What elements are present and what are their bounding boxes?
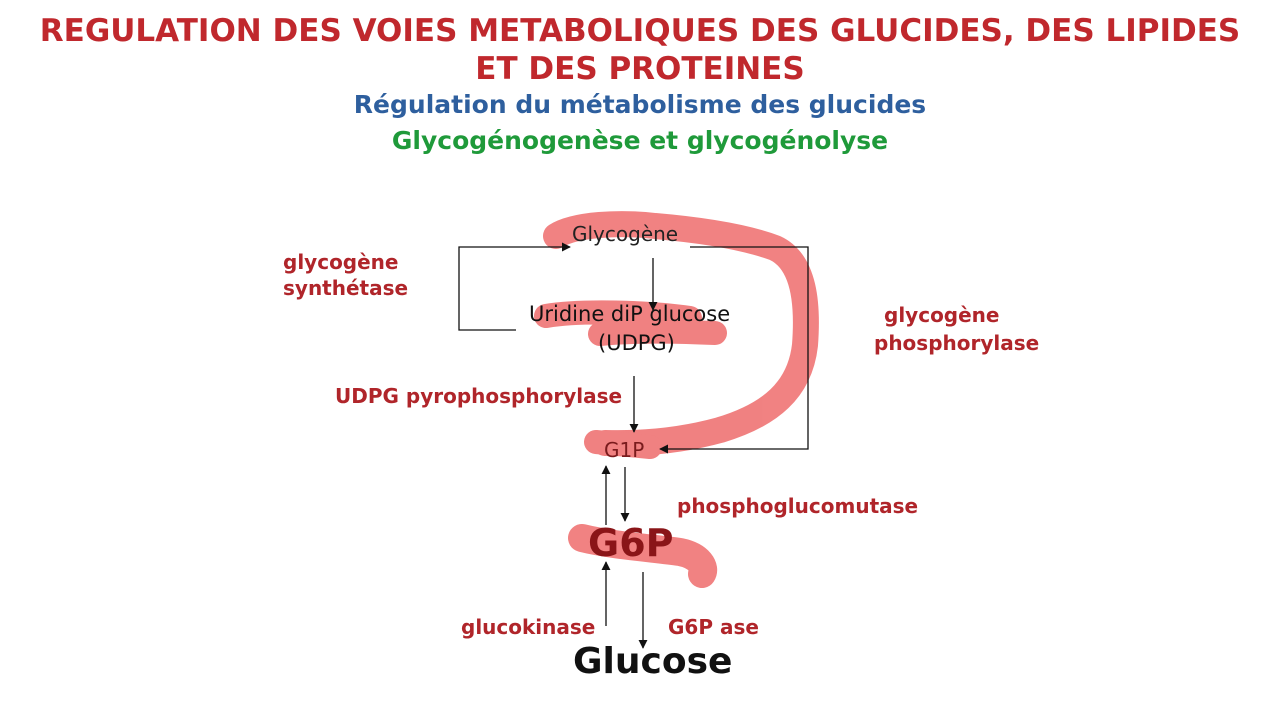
subtitle-pathways: Glycogénogenèse et glycogénolyse: [391, 126, 889, 155]
enzyme-glycogene-synthetase-line2: synthétase: [283, 276, 409, 300]
subtitle-regulation: Régulation du métabolisme des glucides: [353, 90, 927, 119]
node-g6p: G6P: [588, 521, 674, 565]
highlight-g1p: [584, 430, 662, 459]
highlight-udpg: [534, 300, 727, 346]
arrow-glycogene-synthetase: [458, 242, 571, 331]
page-title-line1: REGULATION DES VOIES METABOLIQUES DES GL…: [39, 13, 1241, 49]
highlight-glycogene: [543, 211, 819, 457]
arrow-glycogene-phosphorylase: [659, 246, 809, 454]
node-g1p: G1P: [604, 438, 645, 462]
enzyme-glucokinase: glucokinase: [461, 615, 596, 639]
node-glycogene: Glycogène: [572, 222, 679, 246]
page-title-line2: ET DES PROTEINES: [475, 51, 805, 87]
node-glucose: Glucose: [573, 641, 733, 682]
enzyme-udpg-pyrophosphorylase: UDPG pyrophosphorylase: [335, 384, 623, 408]
enzyme-phosphoglucomutase: phosphoglucomutase: [677, 494, 919, 518]
enzyme-glycogene-synthetase-line1: glycogène: [283, 250, 399, 274]
enzyme-g6p-ase: G6P ase: [668, 615, 759, 639]
node-udpg-line1: Uridine diP glucose: [529, 302, 731, 326]
node-udpg-line2: (UDPG): [598, 331, 675, 355]
enzyme-glycogene-phosphorylase-line1: glycogène: [884, 303, 1000, 327]
highlight-g6p: [568, 524, 718, 588]
enzyme-glycogene-phosphorylase-line2: phosphorylase: [874, 331, 1040, 355]
